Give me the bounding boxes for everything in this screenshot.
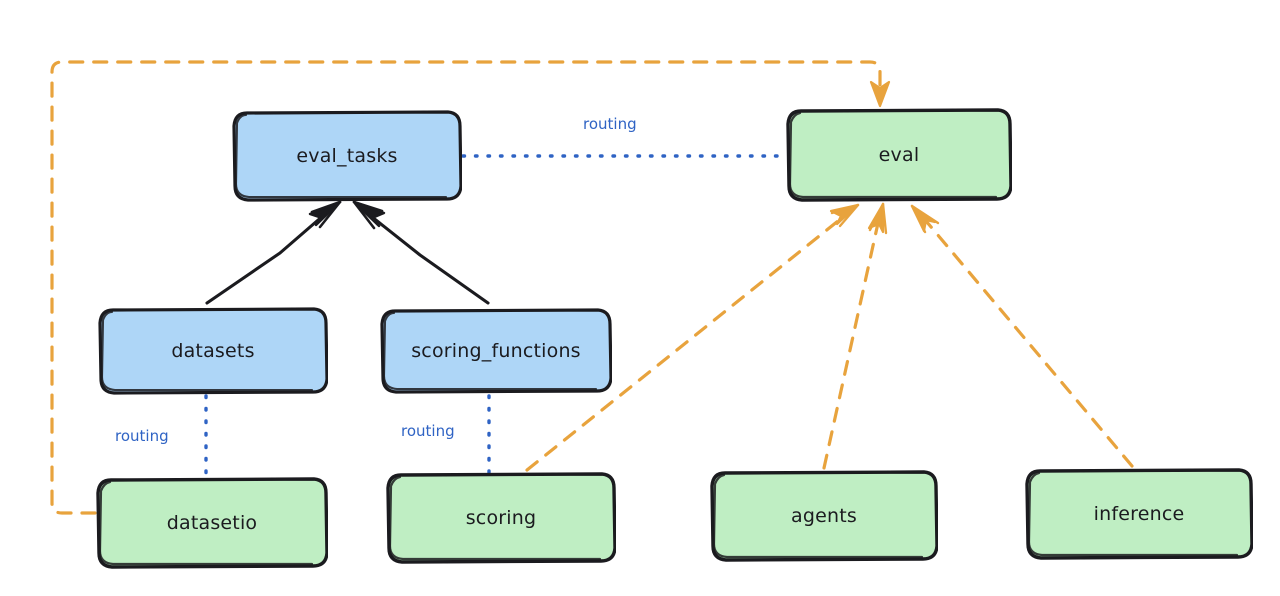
node-inference-shape: [1025, 468, 1253, 560]
node-scoring_functions[interactable]: scoring_functions: [380, 308, 612, 394]
node-inference[interactable]: inference: [1025, 468, 1253, 560]
edge-label-routing-scoring: routing: [398, 422, 458, 440]
node-datasets[interactable]: datasets: [98, 307, 328, 395]
node-eval[interactable]: eval: [786, 108, 1012, 202]
edge-scoring_functions-to-eval_tasks: [352, 200, 490, 305]
edge-agents-to-eval: [822, 202, 888, 470]
edge-datasetio-to-eval: [50, 60, 891, 515]
edge-label-routing-datasets: routing: [112, 427, 172, 445]
node-scoring_functions-label: scoring_functions: [411, 339, 581, 362]
edge-label-routing-eval: routing: [580, 115, 640, 133]
node-eval-label: eval: [878, 143, 920, 166]
node-eval_tasks[interactable]: eval_tasks: [232, 110, 462, 202]
node-datasets-label: datasets: [171, 339, 255, 362]
edge-inference-to-eval: [910, 204, 1134, 468]
node-eval_tasks-label: eval_tasks: [296, 144, 398, 167]
node-inference-label: inference: [1093, 502, 1185, 525]
node-agents-label: agents: [791, 504, 857, 527]
node-scoring-label: scoring: [465, 506, 537, 529]
node-agents[interactable]: agents: [710, 470, 938, 562]
node-scoring[interactable]: scoring: [386, 472, 616, 564]
edge-datasets-to-eval_tasks: [205, 200, 342, 305]
node-datasetio[interactable]: datasetio: [96, 477, 328, 569]
node-datasetio-label: datasetio: [166, 511, 258, 534]
